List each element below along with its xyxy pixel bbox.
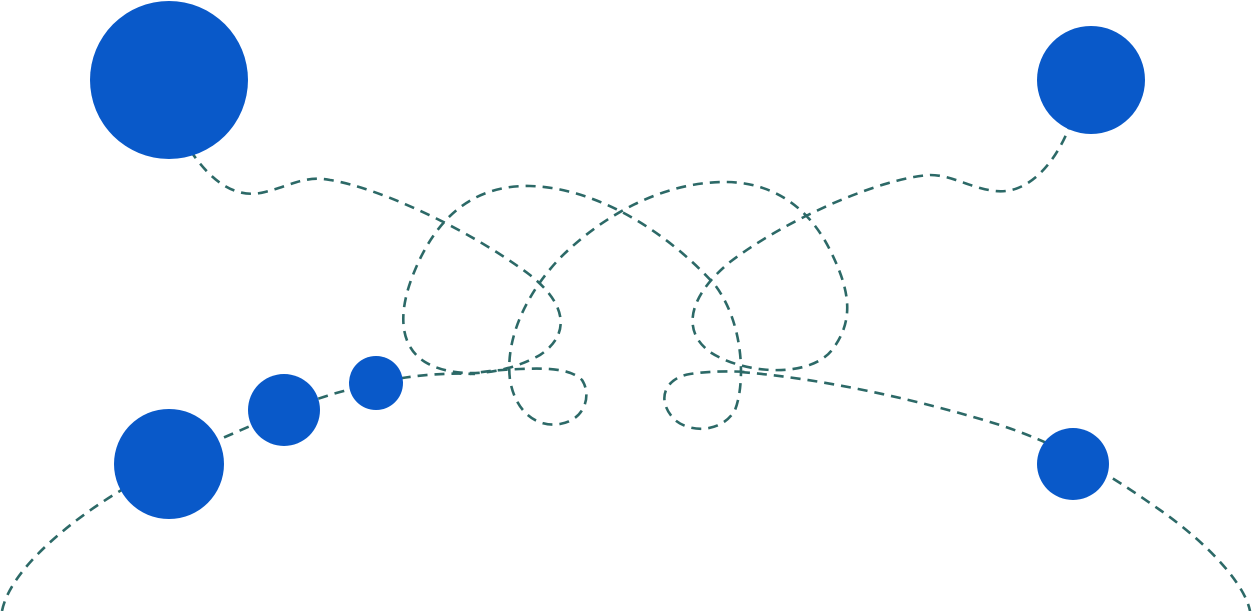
dashed-path-bottom-arc-left bbox=[0, 372, 476, 611]
dashed-path-bottom-arc-right bbox=[739, 370, 1252, 611]
dot-bottom-right bbox=[1037, 428, 1109, 500]
dot-top-right bbox=[1037, 26, 1145, 134]
dot-bottom-left-medium bbox=[248, 374, 320, 446]
dot-top-left bbox=[90, 1, 248, 159]
dashed-path-top-right-loop bbox=[469, 119, 1074, 426]
dot-bottom-left-large bbox=[114, 409, 224, 519]
dashed-path-top-left-loop bbox=[188, 149, 746, 431]
dot-bottom-left-small bbox=[349, 356, 403, 410]
